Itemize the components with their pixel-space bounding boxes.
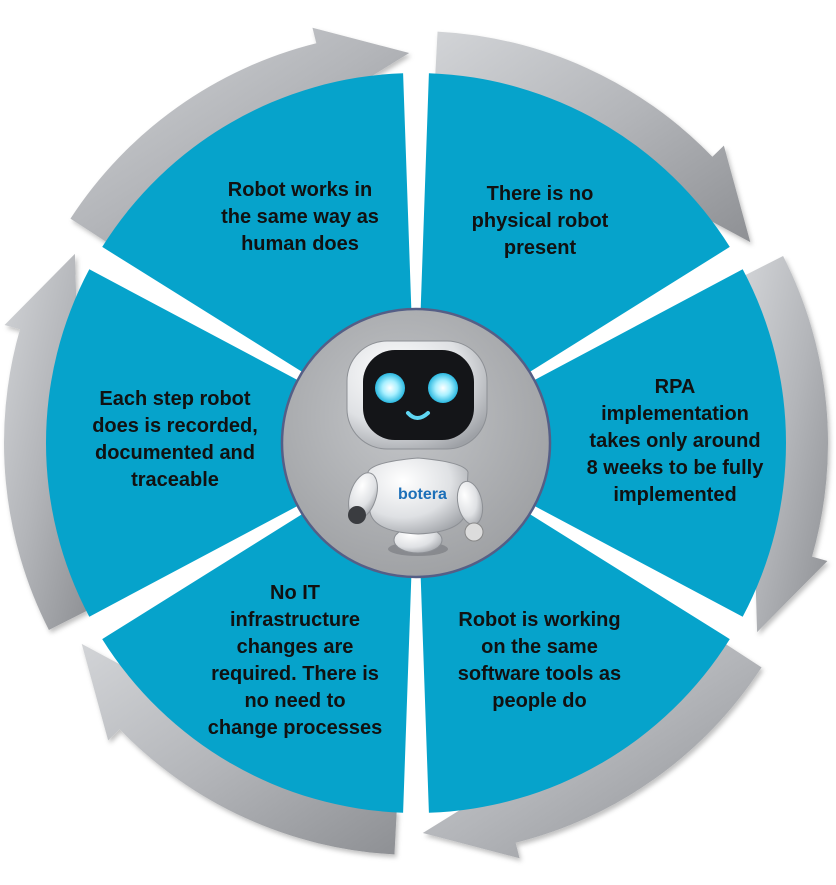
segment-text-left: Each step robot does is recorded, docume… <box>92 388 258 491</box>
cycle-arrow-icon <box>70 27 410 243</box>
segment-wedge <box>420 511 730 813</box>
segment-wedge <box>45 269 302 617</box>
cycle-arrow-icon <box>422 643 762 859</box>
segments <box>45 73 786 813</box>
logo-text: botera <box>398 486 447 503</box>
segment-wedge <box>530 269 786 617</box>
cycle-arrow-icon <box>435 31 751 243</box>
cycle-arrow-icon <box>81 643 397 855</box>
segment-wedge <box>420 73 730 375</box>
segment-text-top-right: There is no physical robot present <box>471 183 609 259</box>
segment-wedge <box>102 73 412 375</box>
segment-text-bottom-right: Robot is working on the same software to… <box>457 609 622 712</box>
robot-mascot-icon: botera <box>346 340 488 556</box>
segment-text-top-left: Robot works in the same way as human doe… <box>221 179 379 255</box>
segment-text-bottom-left: No IT infrastructure changes are require… <box>207 582 383 739</box>
segment-wedge <box>102 511 412 813</box>
segment-text-right: RPA implementation takes only around 8 w… <box>586 376 764 506</box>
